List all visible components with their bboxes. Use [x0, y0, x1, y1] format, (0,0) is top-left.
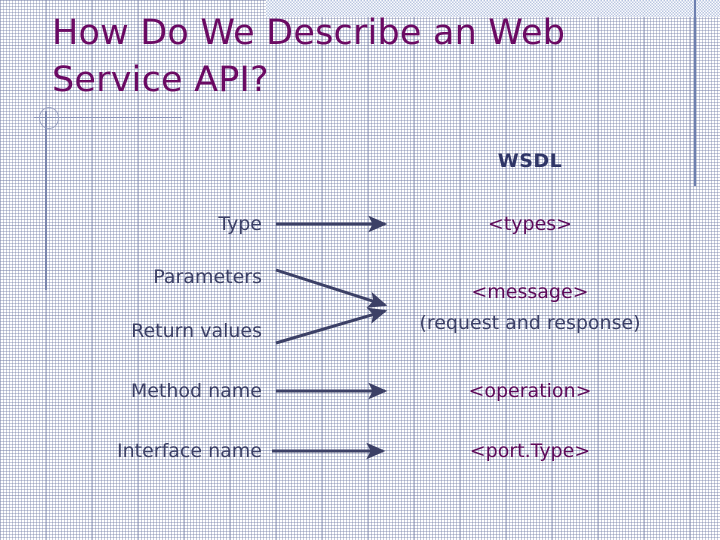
concept-label-parameters: Parameters — [153, 266, 262, 288]
horizontal-rule-decoration — [34, 117, 182, 118]
vertical-rule-left-decoration — [45, 111, 47, 290]
vertical-rule-right-decoration — [694, 0, 696, 186]
concept-label-method-name: Method name — [130, 380, 262, 402]
concept-label-interface-name: Interface name — [117, 440, 262, 462]
wsdl-element-operation: <operation> — [468, 380, 592, 402]
arrow-return-values-to-message — [275, 307, 388, 345]
wsdl-element-port-type: <port.Type> — [469, 440, 591, 462]
column-header-wsdl: WSDL — [497, 150, 563, 172]
circle-bullet-decoration — [39, 107, 59, 129]
slide-title: How Do We Describe an Web Service API? — [52, 13, 566, 100]
concept-label-type: Type — [218, 213, 262, 235]
concept-label-return-values: Return values — [131, 320, 262, 342]
arrow-parameters-to-message — [275, 268, 388, 308]
wsdl-element-types: <types> — [487, 213, 573, 235]
wsdl-element-message-subtitle: (request and response) — [419, 312, 641, 334]
wsdl-element-message: <message> — [471, 281, 589, 303]
top-textured-band-decoration — [266, 0, 720, 17]
